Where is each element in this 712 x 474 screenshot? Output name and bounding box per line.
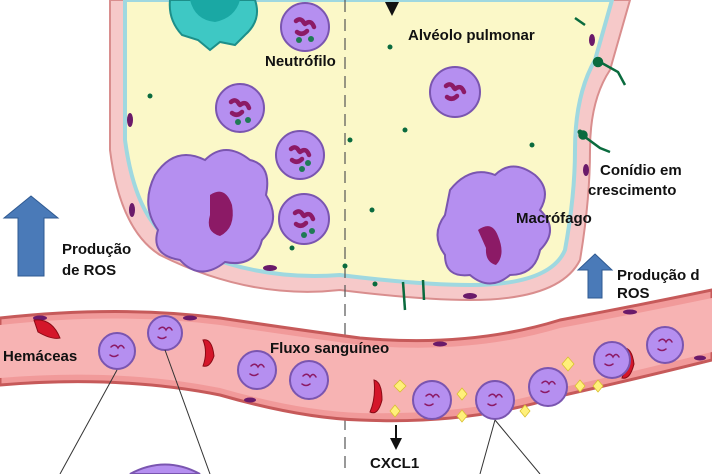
blood-flow-label: Fluxo sanguíneo (270, 340, 389, 357)
neutrophil-cell (215, 83, 265, 133)
alveolus-label: Alvéolo pulmonar (408, 27, 535, 44)
ros-arrow-left-icon (2, 195, 60, 277)
rbc-label: Hemáceas (3, 348, 77, 365)
blood-leukocyte (289, 360, 329, 400)
cxcl1-label: CXCL1 (370, 455, 419, 472)
cxcl1-arrow-head (390, 438, 402, 450)
ros-arrow-right-icon (576, 253, 614, 299)
blood-leukocyte (412, 380, 452, 420)
blood-leukocyte (528, 367, 568, 407)
neutrophil-cell (275, 130, 325, 180)
blood-leukocyte (593, 341, 631, 379)
macrophage-label: Macrófago (516, 210, 592, 227)
red-blood-cells (33, 319, 635, 414)
blood-leukocyte (475, 380, 515, 420)
growing-conidium (401, 16, 627, 311)
conidium-label-line2: crescimento (588, 182, 676, 199)
neutrophil-cell (429, 66, 481, 118)
blood-leukocyte (237, 350, 277, 390)
macrophage-cell-left (147, 149, 274, 273)
vessel-wall-nuclei (33, 309, 706, 403)
top-arrow-icon (385, 2, 399, 16)
neutrophil-cell (278, 193, 330, 245)
blood-leukocyte (98, 332, 136, 370)
blood-leukocyte (646, 326, 684, 364)
wall-nuclei (127, 34, 595, 299)
ros-left-label-line1: Produção (62, 241, 131, 258)
zoomed-cell-partial (129, 463, 201, 474)
ros-left-label-line2: de ROS (62, 262, 116, 279)
ros-right-label-line2: ROS (617, 285, 650, 302)
blood-leukocyte (147, 315, 183, 351)
ros-right-label-line1: Produção d (617, 267, 700, 284)
conidium-label-line1: Conídio em (600, 162, 682, 179)
epithelial-cell (168, 0, 258, 52)
cxcl1-molecules (389, 356, 604, 423)
zoom-lines (59, 349, 541, 474)
neutrophil-label: Neutrófilo (265, 53, 336, 70)
macrophage-cell-right (436, 165, 551, 285)
neutrophil-cell (280, 2, 330, 52)
